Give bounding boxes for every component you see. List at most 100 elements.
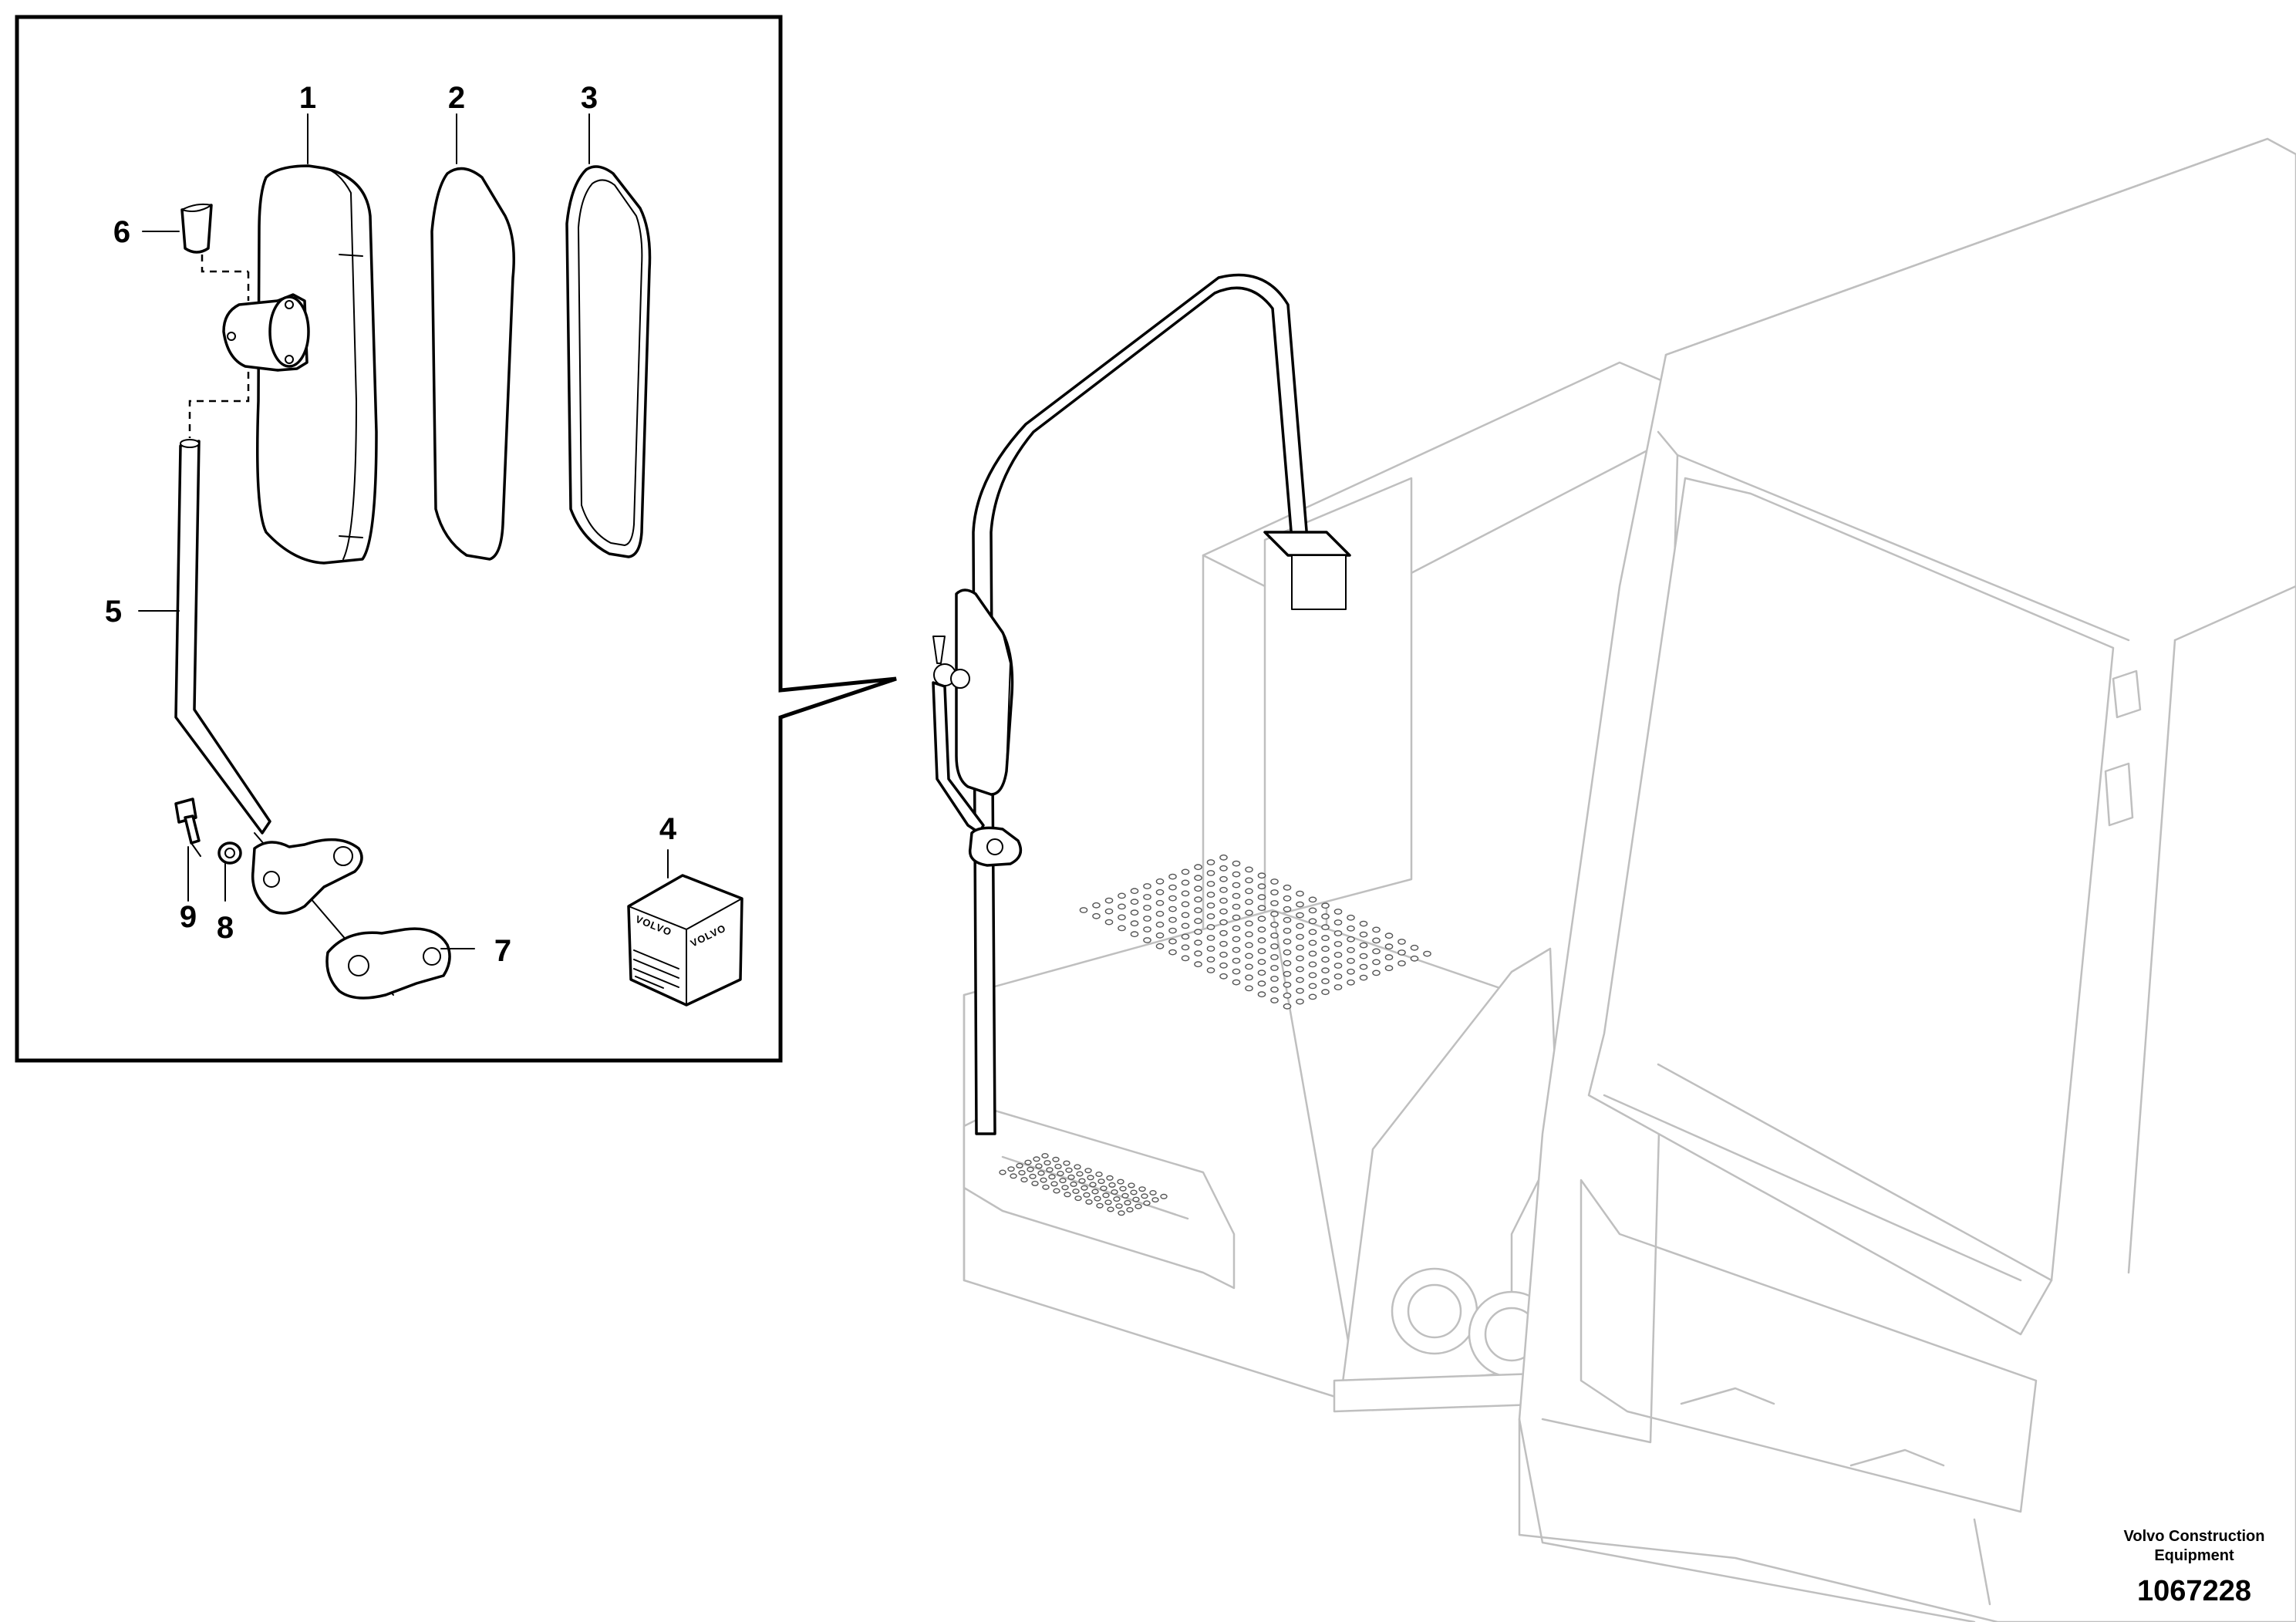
grating-hole [1104, 919, 1114, 926]
grating-hole [1168, 884, 1177, 891]
callout-9: 9 [180, 900, 197, 934]
grating-hole [1219, 919, 1228, 926]
grating-hole [1040, 1177, 1047, 1183]
grating-hole [1333, 919, 1343, 926]
grating-hole [1257, 948, 1266, 955]
grating-hole [1085, 1199, 1093, 1205]
grating-hole [1245, 985, 1253, 992]
part-3-seal-frame [565, 165, 652, 558]
grating-hole [1384, 943, 1394, 950]
grating-hole [1128, 1182, 1135, 1189]
grating-hole [1155, 921, 1165, 928]
grating-hole [1020, 1177, 1028, 1183]
grating-hole [1232, 903, 1241, 910]
grating-hole [1052, 1156, 1060, 1162]
callout-5: 5 [105, 595, 122, 629]
grating-hole [1155, 932, 1165, 939]
grating-hole [1333, 952, 1343, 958]
grating-hole [1270, 943, 1279, 949]
grating-hole [1232, 957, 1241, 964]
grating-hole [1143, 937, 1151, 943]
grating-hole [1219, 908, 1228, 915]
grating-hole [1206, 935, 1215, 941]
grating-hole [1245, 877, 1253, 884]
grating-hole [1372, 959, 1381, 966]
grating-hole [1118, 1210, 1125, 1216]
grating-hole [1054, 1163, 1062, 1169]
grating-hole [1206, 892, 1215, 898]
grating-hole [1257, 883, 1266, 890]
grating-hole [1119, 1185, 1127, 1192]
grating-hole [1219, 854, 1228, 861]
grating-hole [1135, 1203, 1142, 1209]
handrail-assembly [932, 273, 1351, 1135]
grating-hole [1181, 868, 1190, 875]
grating-hole [1092, 912, 1101, 919]
grating-hole [1181, 879, 1190, 886]
grating-hole [1296, 890, 1304, 897]
grating-hole [1359, 953, 1368, 959]
grating-hole [1206, 870, 1215, 876]
grating-hole [1232, 871, 1241, 878]
grating-hole [1232, 892, 1241, 899]
grating-hole [1064, 1192, 1071, 1198]
grating-hole [1347, 936, 1355, 943]
grating-hole [1245, 909, 1253, 916]
grating-hole [1168, 905, 1177, 912]
brand-line-2: Equipment [2154, 1547, 2234, 1564]
grating-hole [1102, 1192, 1110, 1199]
grating-hole [1160, 1193, 1168, 1199]
grating-hole [1359, 920, 1368, 927]
grating-hole [1333, 963, 1343, 969]
grating-hole [1321, 967, 1330, 974]
grating-hole [1321, 935, 1330, 942]
grating-hole [1283, 884, 1292, 891]
grating-hole [1194, 875, 1202, 882]
grating-hole [1194, 864, 1202, 871]
grating-hole [1245, 866, 1253, 873]
grating-hole [1113, 1196, 1121, 1202]
grating-hole [1151, 1197, 1159, 1203]
part-7-clamp [325, 927, 451, 1000]
grating-hole [1041, 1152, 1049, 1158]
grating-hole [1308, 896, 1317, 903]
grating-hole [1194, 918, 1202, 925]
grating-hole [1094, 1195, 1101, 1202]
grating-hole [1410, 955, 1419, 962]
grating-hole [1100, 1185, 1108, 1192]
grating-hole [1270, 976, 1279, 982]
grating-hole [1121, 1192, 1129, 1199]
grating-hole [1111, 1189, 1118, 1195]
grating-hole [1130, 888, 1139, 895]
grating-hole [1308, 983, 1317, 990]
grating-hole [1181, 912, 1190, 919]
grating-hole [1283, 970, 1292, 977]
grating-hole [1130, 909, 1139, 916]
grating-hole [1181, 890, 1190, 897]
grating-hole [1206, 913, 1215, 919]
grating-hole [1117, 1179, 1124, 1185]
grating-hole [1097, 1179, 1105, 1185]
ball-joint [222, 293, 310, 372]
grating-hole [1168, 873, 1177, 880]
grating-hole [1321, 924, 1330, 931]
grating-hole [1070, 1181, 1077, 1187]
grating-hole [1333, 973, 1343, 980]
grating-hole [1048, 1174, 1056, 1180]
part-2-mirror-glass [430, 167, 515, 561]
grating-hole [1206, 859, 1215, 865]
grating-hole [1308, 993, 1317, 1000]
grating-hole [1257, 905, 1266, 912]
grating-hole [1059, 1178, 1067, 1184]
grating-hole [1050, 1181, 1058, 1187]
grating-hole [1257, 980, 1266, 987]
grating-hole [1347, 957, 1355, 964]
grating-hole [1194, 950, 1202, 957]
diagram-part-number: 1067228 [2137, 1575, 2251, 1607]
grating-hole [1130, 920, 1139, 927]
callout-4: 4 [659, 812, 677, 846]
grating-hole [1219, 940, 1228, 947]
grating-hole [1037, 1170, 1045, 1176]
grating-hole [1257, 937, 1266, 944]
grating-hole [1372, 926, 1381, 933]
